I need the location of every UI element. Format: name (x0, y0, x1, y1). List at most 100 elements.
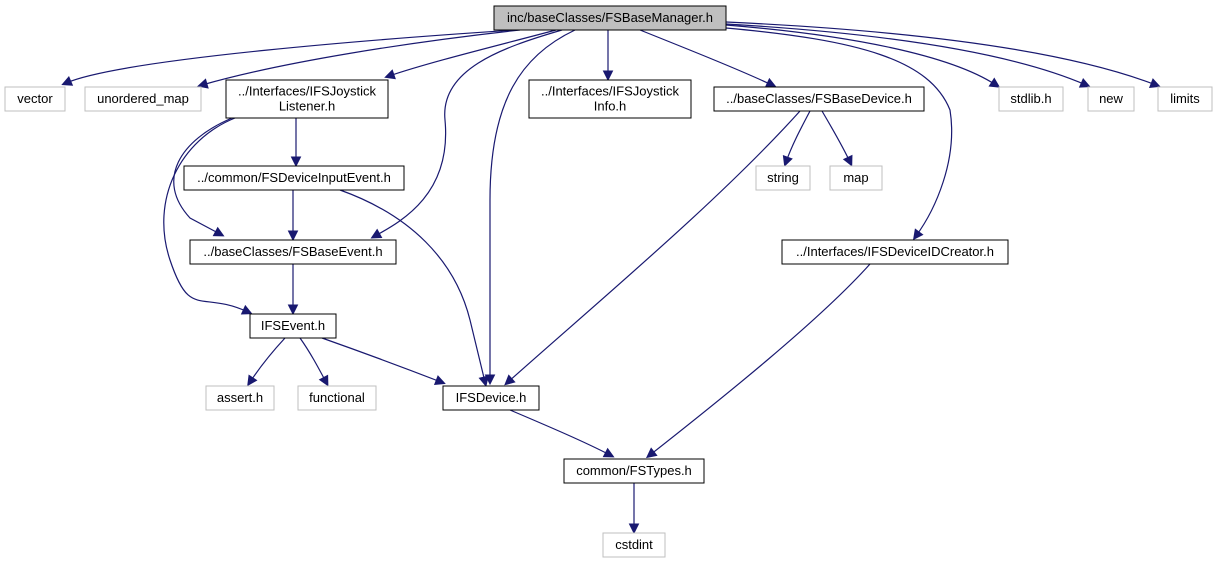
edge-line (321, 337, 442, 383)
node-ifs-event[interactable]: IFSEvent.h (249, 313, 337, 339)
edge-line (507, 110, 801, 383)
node-label: ../Interfaces/IFSJoystick (541, 84, 679, 99)
edge-line (821, 110, 851, 163)
edge-device_input_event-to-ifs_device (339, 189, 489, 387)
node-box (1087, 86, 1135, 112)
edge-base_device-to-ifs_device (504, 110, 801, 386)
edge-root-to-unordered_map (197, 29, 521, 89)
node-label: unordered_map (97, 91, 189, 106)
edge-line (649, 263, 871, 456)
edge-line (299, 337, 327, 383)
arrowhead (240, 304, 253, 315)
edge-root-to-joystick_listener (384, 29, 557, 80)
arrowhead (912, 228, 924, 241)
edge-root-to-stdlib (725, 24, 1001, 88)
node-box (4, 86, 66, 112)
arrowhead (602, 447, 615, 458)
node-box (493, 5, 727, 31)
node-layer: inc/baseClasses/FSBaseManager.h vector uno… (4, 5, 1213, 558)
node-label: stdlib.h (1010, 91, 1051, 106)
edge-line (725, 27, 953, 237)
arrowhead (384, 69, 396, 80)
node-label: Listener.h (279, 99, 335, 114)
edge-device_input_event-to-base_event (287, 189, 299, 242)
node-label: new (1099, 91, 1123, 106)
arrowhead (1148, 78, 1161, 88)
arrowhead (504, 374, 516, 386)
edge-joystick_listener-to-ifs_event (163, 117, 253, 315)
node-cstdint[interactable]: cstdint (602, 532, 666, 558)
arrowhead (287, 304, 299, 316)
node-label: functional (309, 390, 365, 405)
node-vector[interactable]: vector (4, 86, 66, 112)
edge-line (388, 29, 557, 77)
node-string[interactable]: string (755, 165, 811, 191)
node-box (602, 532, 666, 558)
edge-root-to-base_device (639, 29, 777, 88)
arrowhead (290, 156, 302, 168)
edge-root-to-vector (61, 29, 517, 86)
edge-base_event-to-ifs_event (287, 263, 299, 316)
arrowhead (645, 447, 658, 459)
node-label: ../Interfaces/IFSJoystick (238, 84, 376, 99)
node-box (755, 165, 811, 191)
node-label: map (843, 170, 868, 185)
node-label: Info.h (594, 99, 627, 114)
node-box (183, 165, 405, 191)
edge-ifs_event-to-functional (299, 337, 329, 387)
edge-line (725, 23, 1087, 86)
edge-root-to-joystick_info (602, 29, 614, 82)
edge-line (639, 29, 773, 86)
arrowhead (1078, 77, 1091, 88)
node-root[interactable]: inc/baseClasses/FSBaseManager.h (493, 5, 727, 31)
node-device-input-event[interactable]: ../common/FSDeviceInputEvent.h (183, 165, 405, 191)
node-device-id-creator[interactable]: ../Interfaces/IFSDeviceIDCreator.h (781, 239, 1009, 265)
node-functional[interactable]: functional (297, 385, 377, 411)
edge-line (163, 117, 249, 313)
node-map[interactable]: map (829, 165, 883, 191)
edge-layer (61, 21, 1161, 535)
edge-line (374, 29, 563, 237)
edge-joystick_listener-to-base_event (173, 117, 233, 237)
node-box (1157, 86, 1213, 112)
edge-base_device-to-map (821, 110, 853, 167)
node-limits[interactable]: limits (1157, 86, 1213, 112)
edge-line (489, 29, 576, 380)
node-label: ../baseClasses/FSBaseDevice.h (726, 91, 912, 106)
node-base-device[interactable]: ../baseClasses/FSBaseDevice.h (713, 86, 925, 112)
node-label: assert.h (217, 390, 263, 405)
arrowhead (433, 375, 446, 385)
node-unordered-map[interactable]: unordered_map (84, 86, 202, 112)
edge-joystick_listener-to-device_input_event (290, 118, 302, 168)
node-label: IFSEvent.h (261, 318, 325, 333)
node-label: ../common/FSDeviceInputEvent.h (197, 170, 391, 185)
node-label: vector (17, 91, 53, 106)
edge-line (725, 24, 997, 86)
edge-line (249, 337, 286, 383)
arrowhead (61, 75, 74, 86)
edge-root-to-limits (725, 21, 1161, 88)
arrowhead (782, 155, 793, 167)
node-label: common/FSTypes.h (576, 463, 692, 478)
node-base-event[interactable]: ../baseClasses/FSBaseEvent.h (189, 239, 397, 265)
node-new[interactable]: new (1087, 86, 1135, 112)
arrowhead (602, 70, 614, 82)
node-box (249, 313, 337, 339)
edge-ifs_event-to-assert (247, 337, 286, 387)
edge-line (725, 21, 1157, 86)
node-ifs-device[interactable]: IFSDevice.h (442, 385, 540, 411)
node-label: string (767, 170, 799, 185)
edge-fs_types-to-cstdint (628, 483, 640, 535)
node-stdlib[interactable]: stdlib.h (998, 86, 1064, 112)
arrowhead (988, 77, 1001, 88)
edge-root-to-base_event (370, 29, 563, 239)
node-assert[interactable]: assert.h (205, 385, 275, 411)
arrowhead (287, 230, 299, 242)
edge-root-to-device_id_creator (725, 27, 953, 241)
node-box (781, 239, 1009, 265)
edge-line (173, 117, 233, 235)
node-box (225, 79, 389, 119)
node-fs-types[interactable]: common/FSTypes.h (563, 458, 705, 484)
